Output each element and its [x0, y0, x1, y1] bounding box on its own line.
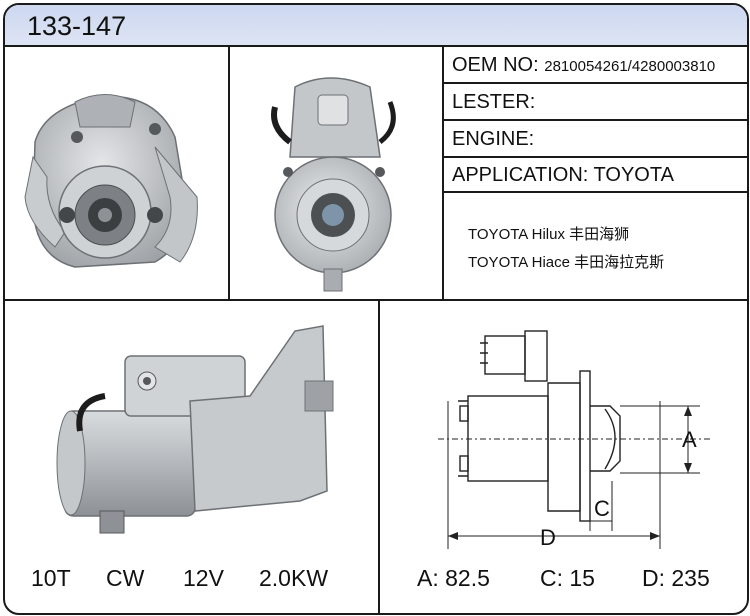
oem-value: 2810054261/4280003810 [544, 58, 716, 75]
dimension-diagram: A C D [380, 301, 747, 551]
rotation-direction: CW [106, 565, 145, 591]
dimension-a: A: 82.5 [417, 565, 490, 591]
divider [442, 82, 747, 84]
divider [442, 191, 747, 193]
divider [442, 156, 747, 158]
application-label: APPLICATION: [452, 164, 589, 186]
divider [228, 45, 230, 301]
dimension-c: C: 15 [540, 565, 595, 591]
divider [442, 119, 747, 121]
divider [378, 299, 380, 613]
divider [5, 299, 747, 301]
starter-front-view-image [5, 47, 228, 299]
power-rating: 2.0KW [259, 565, 329, 591]
dim-label-c: C [594, 496, 610, 521]
starter-side-view-image [5, 301, 378, 551]
oem-label: OEM NO: [452, 54, 539, 76]
header-bar: 133-147 [5, 5, 747, 47]
application-item: TOYOTA Hiace 丰田海拉克斯 [468, 254, 665, 271]
application-list: TOYOTA Hilux 丰田海狮 TOYOTA Hiace 丰田海拉克斯 [444, 193, 747, 299]
application-value: TOYOTA [593, 164, 674, 186]
application-row: APPLICATION: TOYOTA [452, 164, 674, 187]
lester-label: LESTER: [452, 91, 536, 113]
dimension-d: D: 235 [642, 565, 710, 591]
starter-rear-view-image [230, 47, 442, 299]
oem-number-row: OEM NO: 2810054261/4280003810 [452, 54, 715, 77]
teeth-count: 10T [31, 565, 71, 591]
engine-label: ENGINE: [452, 128, 535, 150]
divider [442, 45, 444, 301]
part-number-title: 133-147 [27, 11, 127, 41]
dim-label-a: A [682, 427, 697, 452]
product-card: 133-147 [3, 3, 749, 615]
application-item: TOYOTA Hilux 丰田海狮 [468, 226, 630, 243]
voltage: 12V [183, 565, 224, 591]
dim-label-d: D [540, 525, 556, 550]
